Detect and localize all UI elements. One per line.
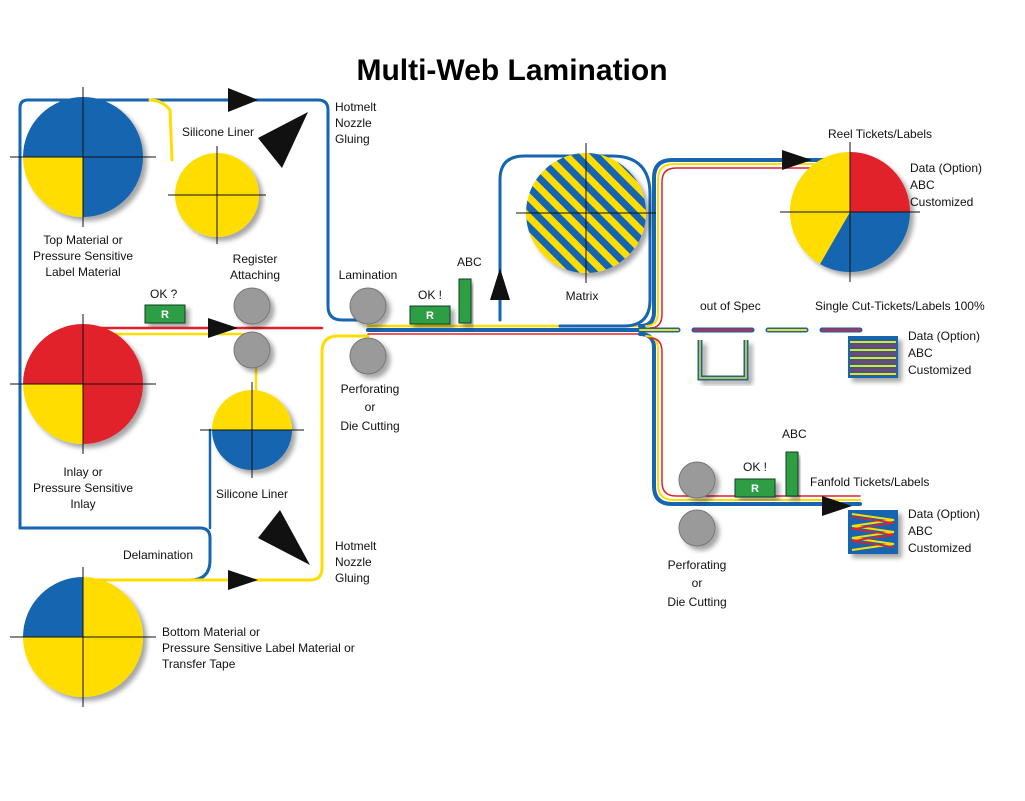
data-option-1-line-1: Data (Option) (910, 161, 982, 175)
reel-tickets-label: Reel Tickets/Labels (828, 127, 932, 141)
out-of-spec-bin (697, 340, 749, 381)
inlay-reel (23, 324, 143, 444)
diagram-title: Multi-Web Lamination (356, 54, 667, 87)
inlay-label-2: Pressure Sensitive (33, 481, 133, 495)
perforating-2-label-1: Perforating (668, 558, 727, 572)
ok-label-2: OK ! (743, 460, 767, 474)
inlay-label-3: Inlay (70, 497, 95, 511)
top-material-label-1: Top Material or (43, 233, 122, 247)
matrix-path (498, 154, 652, 328)
bottom-material-reel (23, 577, 143, 697)
reel-tickets-reel (789, 151, 910, 273)
lamination-roller-bottom (349, 337, 387, 375)
inlay-label-1: Inlay or (63, 465, 102, 479)
reel-path-red (649, 167, 841, 329)
silicone-liner-top-label: Silicone Liner (182, 125, 254, 139)
ok-label-1: OK ! (418, 288, 442, 302)
perforating-2-label-3: Die Cutting (667, 595, 726, 609)
ok-question-label: OK ? (150, 287, 178, 301)
top-material-reel (23, 97, 143, 217)
fanfold-check-box (734, 478, 776, 498)
fanfold-roller-bottom (678, 509, 716, 547)
reel-path-yellow (645, 163, 841, 327)
data-option-3-line-2: ABC (908, 524, 933, 538)
top-material-label-2: Pressure Sensitive (33, 249, 133, 263)
register-check-box (144, 304, 186, 324)
control-boxes: R R R (144, 278, 799, 498)
lamination-label: Lamination (339, 268, 398, 282)
bottom-material-label-1: Bottom Material or (162, 625, 260, 639)
bottom-material-label-2: Pressure Sensitive Label Material or (162, 641, 355, 655)
fanfold-check-box-label: R (751, 483, 759, 495)
matrix-label: Matrix (566, 289, 599, 303)
register-check-box-label: R (161, 309, 169, 321)
hotmelt-bottom-label-2: Nozzle (335, 555, 372, 569)
register-roller-bottom (233, 331, 271, 369)
abc-printer-1 (458, 278, 472, 324)
fanfold-label: Fanfold Tickets/Labels (810, 475, 929, 489)
lamination-check-box-label: R (426, 310, 434, 322)
data-option-3-line-1: Data (Option) (908, 507, 980, 521)
reels (23, 97, 910, 697)
register-roller-top (233, 287, 271, 325)
silicone-liner-bottom-label: Silicone Liner (216, 487, 288, 501)
fanfold-roller-top (678, 461, 716, 499)
matrix-flow-arrow (490, 268, 510, 300)
abc-label-1: ABC (457, 255, 482, 269)
arrows (208, 88, 852, 590)
abc-label-2: ABC (782, 427, 807, 441)
hotmelt-top-label-1: Hotmelt (335, 100, 377, 114)
reel-flow-arrow (782, 150, 812, 170)
data-option-1-line-3: Customized (910, 195, 973, 209)
web-paths (18, 98, 863, 582)
data-option-2-line-2: ABC (908, 346, 933, 360)
top-material-label-3: Label Material (45, 265, 120, 279)
perforating-label-1: Perforating (341, 382, 400, 396)
reel-crosshairs (10, 87, 920, 707)
hotmelt-bottom-label-3: Gluing (335, 571, 370, 585)
register-label-2: Attaching (230, 268, 280, 282)
single-cut-stack (848, 336, 898, 378)
bottom-flow-arrow (228, 570, 258, 590)
perforating-label-3: Die Cutting (340, 419, 399, 433)
fanfold-stack (848, 510, 898, 554)
hotmelt-bottom-label-1: Hotmelt (335, 539, 377, 553)
abc-printer-2 (785, 451, 799, 497)
top-web-path (18, 98, 370, 530)
liner-web-path (148, 98, 174, 162)
data-option-2-line-3: Customized (908, 363, 971, 377)
fanfold-path-red (649, 337, 861, 497)
perforating-label-2: or (365, 400, 376, 414)
bottom-material-label-3: Transfer Tape (162, 657, 236, 671)
rollers (233, 287, 716, 547)
lamination-roller-top (349, 287, 387, 325)
bottom-web-path (78, 334, 370, 582)
out-of-spec-label: out of Spec (700, 299, 761, 313)
perforating-2-label-2: or (692, 576, 703, 590)
hotmelt-top-label-3: Gluing (335, 132, 370, 146)
hotmelt-nozzle-bottom-icon (258, 510, 310, 565)
data-option-3-line-3: Customized (908, 541, 971, 555)
delamination-label: Delamination (123, 548, 193, 562)
fanfold-flow-arrow (822, 496, 852, 516)
text-labels: Hotmelt Nozzle Gluing Silicone Liner Top… (33, 100, 985, 671)
top-flow-arrow (228, 88, 258, 112)
single-cut-label: Single Cut-Tickets/Labels 100% (815, 299, 985, 313)
data-option-2-line-1: Data (Option) (908, 329, 980, 343)
register-label-1: Register (233, 252, 278, 266)
hotmelt-nozzle-top-icon (258, 112, 308, 168)
data-option-1-line-2: ABC (910, 178, 935, 192)
lamination-check-box (409, 305, 451, 325)
hotmelt-top-label-2: Nozzle (335, 116, 372, 130)
reel-path-blue (638, 158, 842, 328)
inlay-flow-arrow (208, 318, 238, 338)
